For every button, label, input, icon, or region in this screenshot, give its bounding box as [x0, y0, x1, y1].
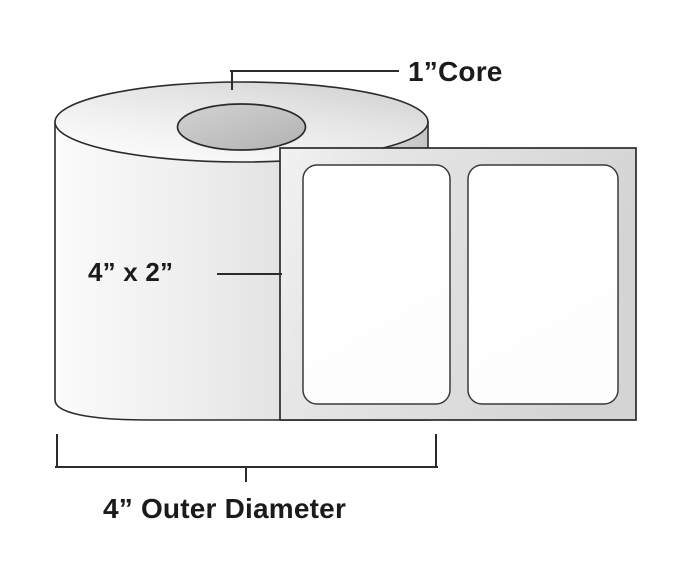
- label-dimensions-label: 4” x 2”: [88, 257, 174, 287]
- label-web: [279, 147, 637, 421]
- label-face-2: [467, 164, 619, 405]
- core-size-label: 1”Core: [408, 56, 503, 87]
- outer-diameter-label: 4” Outer Diameter: [103, 493, 347, 524]
- outer-diameter-bracket: [55, 434, 438, 482]
- roll-core-hole: [176, 103, 307, 151]
- label-face-1: [302, 164, 451, 405]
- core-callout-leader: [230, 70, 399, 90]
